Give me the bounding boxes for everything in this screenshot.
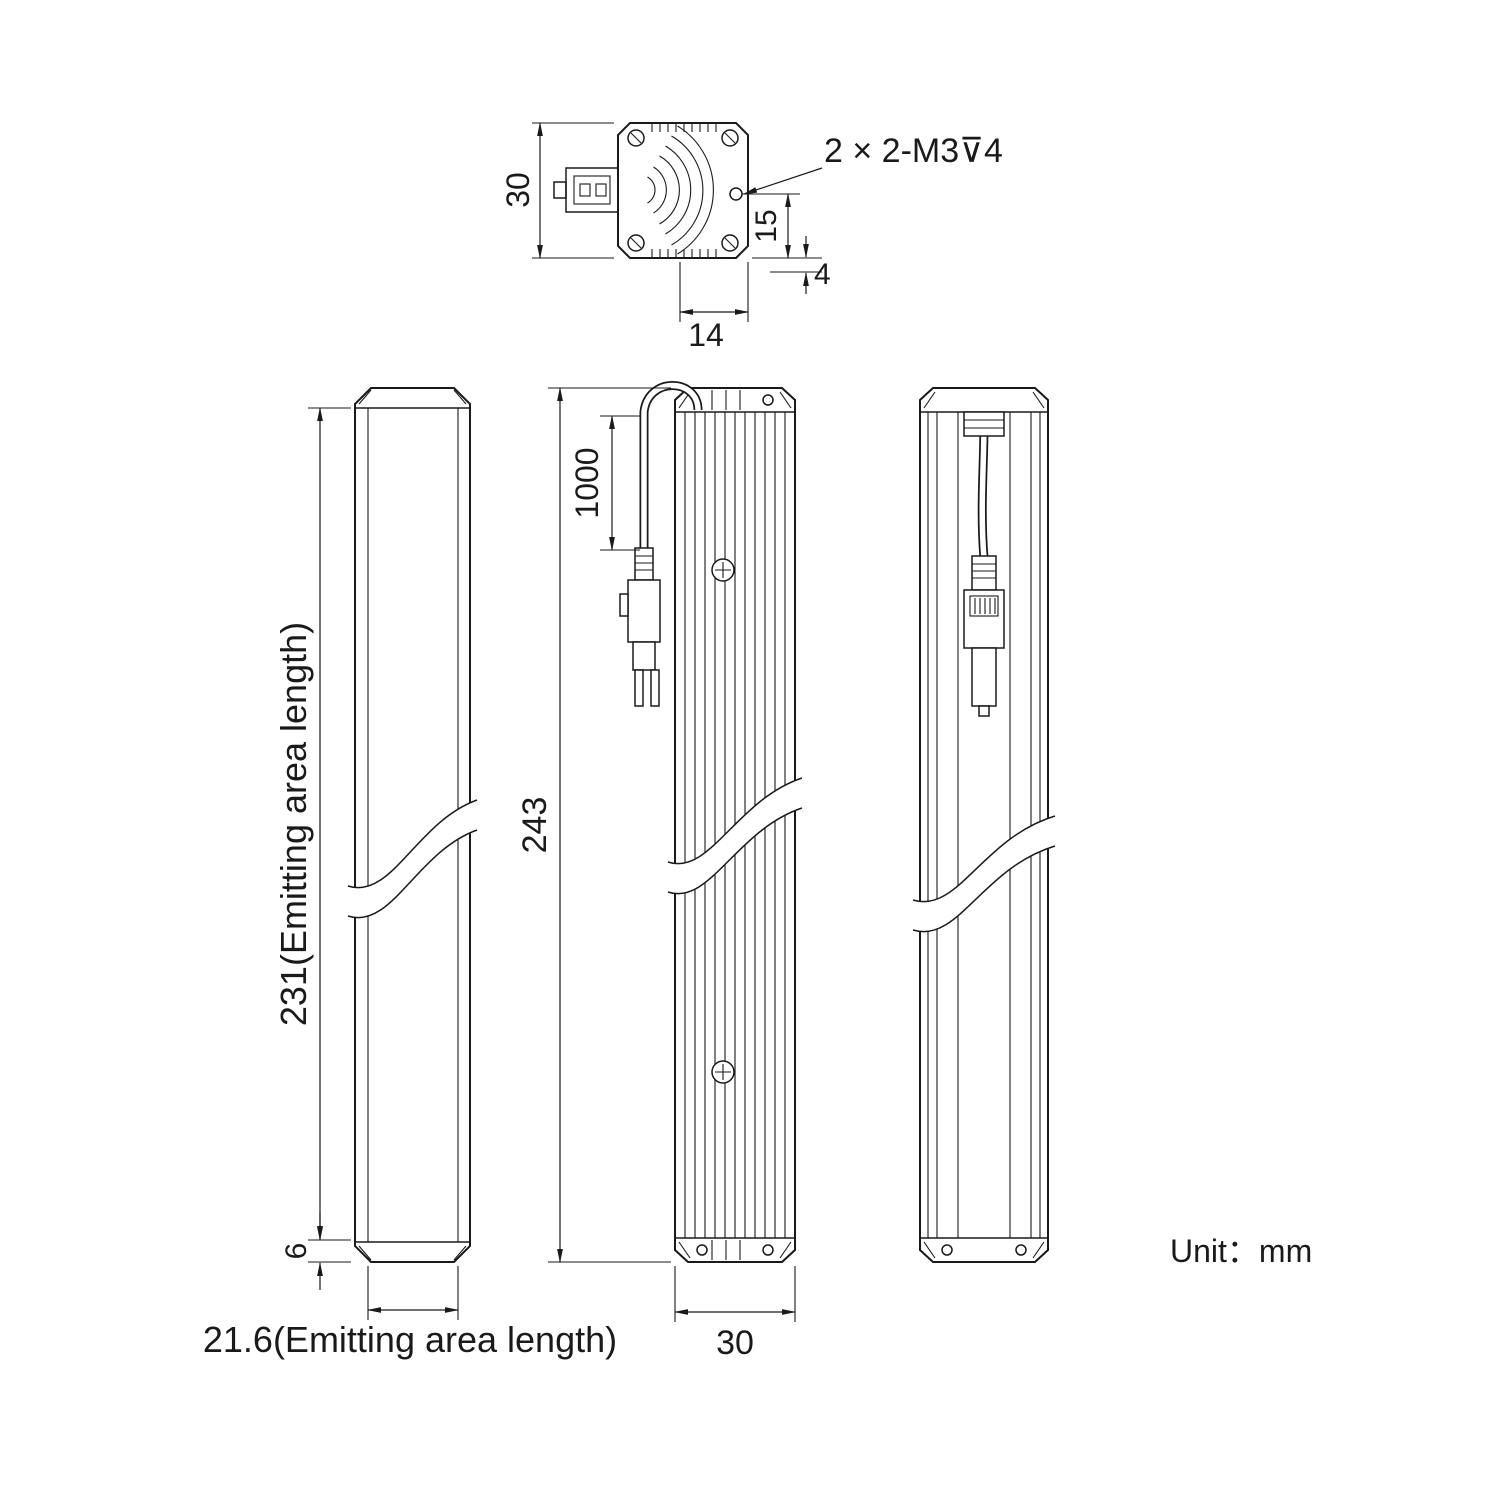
front-view-dim-231: 231(Emitting area length) <box>273 407 351 1241</box>
recess-view-cap-hatch <box>923 391 1045 1259</box>
front-view-cap-hatch <box>358 389 467 1261</box>
thread-callout-label: 2 × 2-M3⊽4 <box>824 132 1003 170</box>
side-view-cable: 1000 243 30 <box>516 381 803 1362</box>
side-view-cap-screw-bl <box>696 1244 708 1256</box>
recess-plug-tip <box>971 647 997 707</box>
side-view-cable-assembly <box>619 381 703 707</box>
front-view-break-band <box>348 800 477 918</box>
front-view: 231(Emitting area length) 6 21.6(Emittin… <box>203 387 617 1360</box>
front-view-dim-6: 6 <box>280 1212 351 1290</box>
dim-15-label: 15 <box>750 209 783 242</box>
recess-view-break-band <box>913 816 1055 932</box>
top-view-dim-15: 15 <box>742 193 800 259</box>
side-view-break-bottom <box>667 807 803 895</box>
top-view-fin-ticks <box>651 123 717 258</box>
side-view-dim-30: 30 <box>674 1266 796 1362</box>
recess-view-outline <box>919 387 1049 1263</box>
dim-6-label: 6 <box>280 1243 313 1260</box>
side-view-dim-243: 243 <box>516 387 671 1263</box>
cable-connector-pin-right <box>650 669 660 707</box>
recess-plug-latch <box>978 705 990 717</box>
top-view-dim-4: 4 <box>752 236 831 294</box>
top-view-dim-14: 14 <box>679 262 749 353</box>
unit-note: Unit：mm <box>1170 1233 1312 1269</box>
cable-connector-step <box>632 641 656 671</box>
side-view-break-top <box>667 777 803 865</box>
recess-plug-body <box>963 589 1005 649</box>
recess-view-break-top <box>912 815 1056 903</box>
front-view-break-bottom <box>347 829 478 919</box>
side-view-cap-screw-top <box>762 394 774 406</box>
dim-231-label: 231(Emitting area length) <box>273 622 314 1026</box>
top-view: 2 × 2-M3⊽4 30 15 4 14 <box>500 122 1003 353</box>
top-view-connector <box>553 167 619 213</box>
recess-view-break-bottom <box>912 845 1056 933</box>
recess-strain-relief <box>971 555 997 591</box>
top-view-m3-hole <box>729 187 743 201</box>
side-view-dim-1000: 1000 <box>569 415 640 551</box>
recess-cap-screw-br <box>1015 1244 1027 1256</box>
front-view-dim-21-6: 21.6(Emitting area length) <box>203 1266 617 1360</box>
side-view-cap-screw-br <box>762 1244 774 1256</box>
side-view-screws <box>711 558 735 1084</box>
front-view-outline <box>354 387 471 1263</box>
side-view-outline <box>674 387 796 1263</box>
top-view-heatsink-fins <box>647 125 714 255</box>
top-view-corner-screws <box>627 129 739 252</box>
cable-connector-latch <box>619 593 629 617</box>
front-view-cap-lines <box>355 407 470 1243</box>
dim-21-6-label: 21.6(Emitting area length) <box>203 1319 617 1360</box>
thread-callout-leader <box>743 167 823 195</box>
dim-1000-label: 1000 <box>569 447 605 518</box>
side-view-break-band <box>668 778 802 894</box>
dim-4-label: 4 <box>814 258 831 291</box>
recess-view-plug-assembly <box>963 411 1005 717</box>
side-view-recess <box>912 387 1056 1263</box>
dim-30-top-label: 30 <box>500 172 536 208</box>
dim-30-bottom-label: 30 <box>716 1324 754 1362</box>
recess-cable-gland <box>963 411 1005 437</box>
side-view-cap-hatch <box>678 390 792 1260</box>
recess-cap-screw-bl <box>941 1244 953 1256</box>
dim-243-label: 243 <box>516 797 554 854</box>
front-view-break-top <box>347 799 478 889</box>
cable-strain-relief <box>634 547 654 581</box>
dim-14-label: 14 <box>688 317 724 353</box>
cable-connector-pin-left <box>634 669 644 707</box>
cable-connector-body <box>627 579 661 643</box>
top-view-dim-30: 30 <box>500 122 614 259</box>
